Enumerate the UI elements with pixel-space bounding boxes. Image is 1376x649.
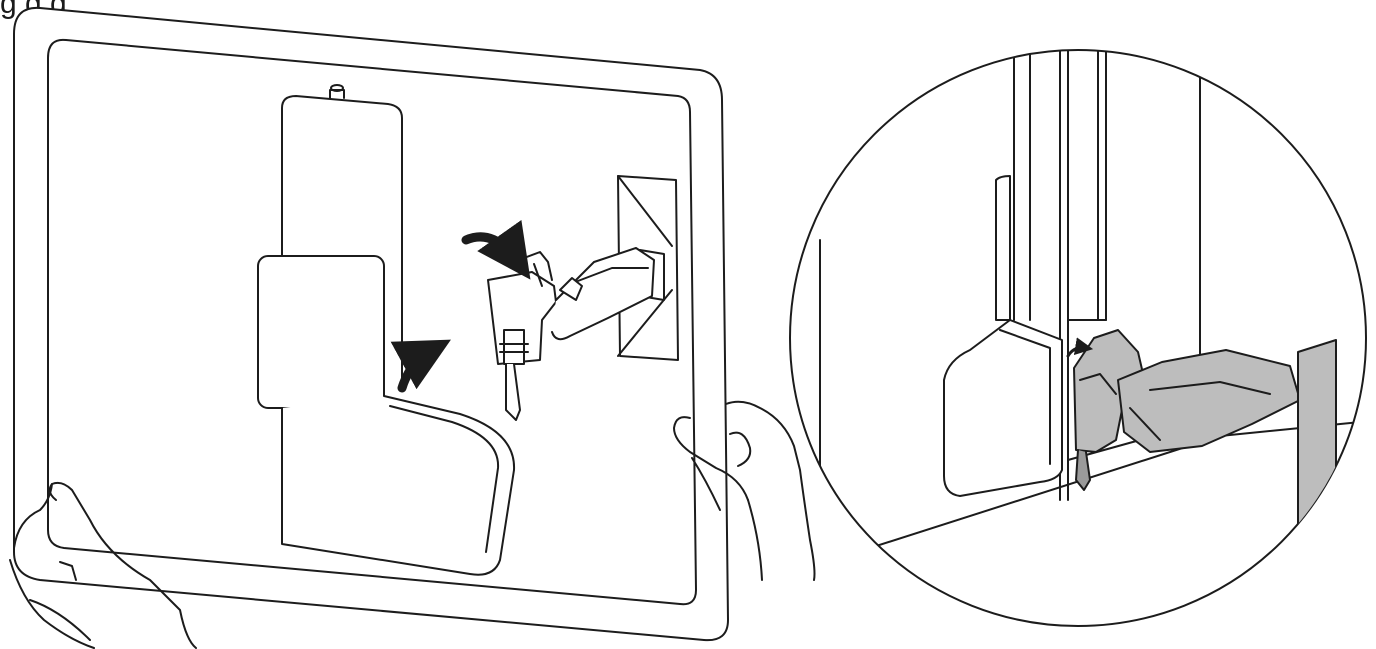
column-top-bolt [330, 84, 344, 92]
detail-view [789, 49, 1367, 627]
panel-hook-latch [487, 251, 557, 421]
lift-arrow-left [390, 339, 451, 393]
detail-arrow [1066, 337, 1094, 358]
panel-edge-lines [819, 50, 1201, 501]
right-hand [673, 400, 816, 581]
main-view [9, 6, 816, 649]
detail-panel-housing [943, 319, 1063, 497]
left-hand [9, 481, 197, 649]
panel-inner-border [47, 38, 697, 606]
rotate-arrow-top [461, 219, 531, 280]
detail-gray-hinge [1073, 329, 1301, 491]
wall-mount-bracket [551, 175, 679, 361]
back-square-plate [257, 255, 385, 409]
back-lower-housing [281, 395, 516, 576]
detail-circle-border [789, 49, 1367, 627]
